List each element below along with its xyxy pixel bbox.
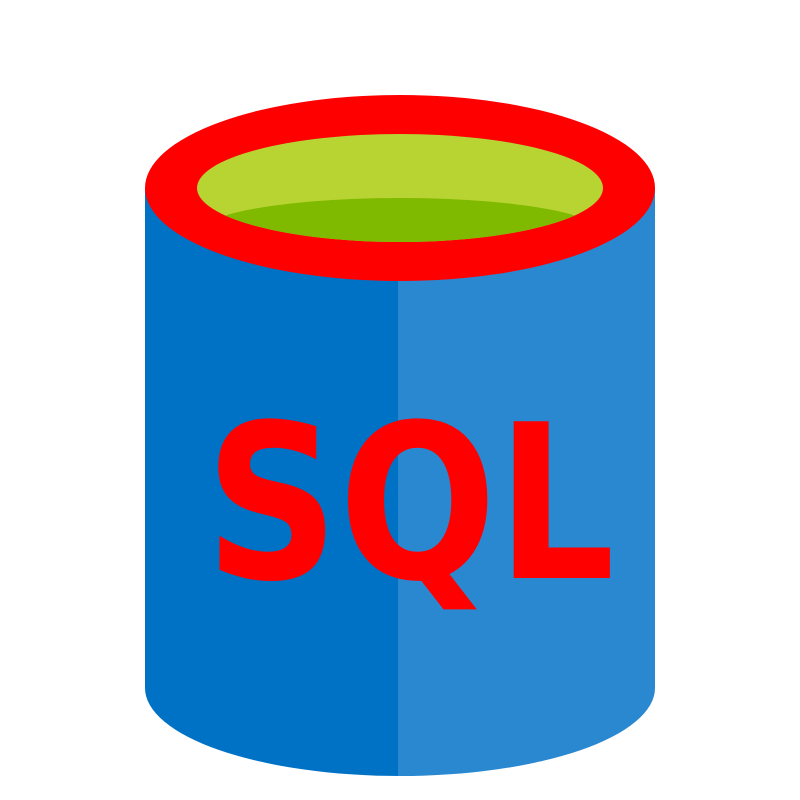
cylinder-body	[145, 188, 655, 776]
opening-liquid	[200, 198, 600, 242]
cylinder-opening	[197, 134, 603, 242]
cylinder-left-half	[145, 188, 398, 776]
cylinder-right-half	[398, 188, 655, 776]
sql-label: SQL	[205, 378, 615, 629]
